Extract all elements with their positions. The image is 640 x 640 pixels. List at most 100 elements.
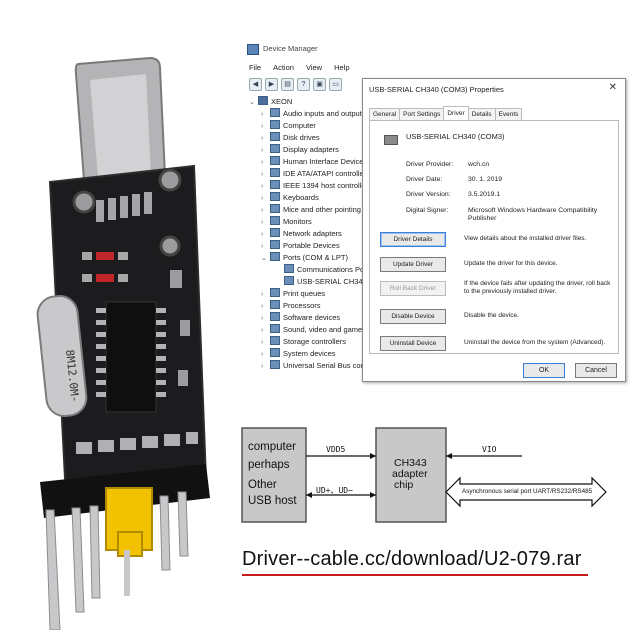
- menu-action[interactable]: Action: [273, 63, 294, 72]
- tree-item[interactable]: ›Computer: [247, 120, 369, 132]
- tree-item[interactable]: ›Print queues: [247, 288, 369, 300]
- properties-icon[interactable]: ▤: [281, 78, 294, 91]
- device-category-icon: [270, 144, 280, 153]
- forward-icon[interactable]: ▶: [265, 78, 278, 91]
- tree-item[interactable]: › IDE ATA/ATAPI controllers: [247, 168, 369, 180]
- chevron-right-icon[interactable]: ›: [261, 327, 264, 334]
- data-lines-label: UD+、UD−: [316, 486, 353, 495]
- chevron-right-icon[interactable]: ›: [261, 291, 264, 298]
- tree-item[interactable]: ›Processors: [247, 300, 369, 312]
- chevron-right-icon[interactable]: ›: [261, 219, 264, 226]
- tree-item[interactable]: ›Mice and other pointing devices: [247, 204, 369, 216]
- chevron-right-icon[interactable]: ›: [261, 183, 264, 190]
- tree-item[interactable]: › Human Interface Devices: [247, 156, 369, 168]
- chevron-right-icon[interactable]: ›: [261, 231, 264, 238]
- ok-button[interactable]: OK: [523, 363, 565, 378]
- tree-item[interactable]: ›Monitors: [247, 216, 369, 228]
- serial-label: Asynchronous serial port UART/RS232/RS48…: [462, 488, 593, 495]
- usb-device-icon: [384, 135, 398, 145]
- menu-view[interactable]: View: [305, 63, 323, 72]
- device-category-icon: [284, 276, 294, 285]
- tree-item[interactable]: ›Software devices: [247, 312, 369, 324]
- chevron-right-icon[interactable]: ›: [261, 171, 264, 178]
- tree-item[interactable]: ⌄ XEON: [247, 96, 369, 108]
- cancel-button[interactable]: Cancel: [575, 363, 617, 378]
- tree-item[interactable]: Communications Port (COM1): [247, 264, 369, 276]
- device-category-icon: [270, 108, 280, 117]
- device-manager-title-bar: Device Manager: [243, 42, 318, 56]
- help-icon[interactable]: ?: [297, 78, 310, 91]
- chevron-down-icon[interactable]: ⌄: [261, 255, 267, 262]
- scan-icon[interactable]: ▣: [313, 78, 326, 91]
- back-icon[interactable]: ◀: [249, 78, 262, 91]
- tree-item-label: Human Interface Devices: [283, 157, 368, 166]
- tree-item[interactable]: ⌄ Ports (COM & LPT): [247, 252, 369, 264]
- device-category-icon: [270, 132, 280, 141]
- chip-block: [375, 427, 447, 523]
- menu-file[interactable]: File: [249, 63, 262, 72]
- tree-item-label: Storage controllers: [283, 337, 346, 346]
- usb-serial-adapter-photo: 8M12.0M-: [36, 56, 210, 630]
- url-underline: [242, 574, 588, 576]
- update-driver-button[interactable]: Update Driver: [380, 257, 446, 272]
- chevron-right-icon[interactable]: ›: [261, 315, 264, 322]
- chevron-right-icon[interactable]: ›: [261, 243, 264, 250]
- menu-help[interactable]: Help: [334, 63, 350, 72]
- uninstall-device-button[interactable]: Uninstall Device: [380, 336, 446, 351]
- serial-arrow: [445, 476, 607, 508]
- tree-item-label: USB-SERIAL CH340 (COM3): [297, 277, 369, 286]
- chevron-down-icon[interactable]: ⌄: [249, 99, 255, 106]
- roll-back-driver-desc: If the device fails after updating the d…: [464, 280, 611, 295]
- tree-item[interactable]: ›Sound, video and game controllers: [247, 324, 369, 336]
- tree-item-label: XEON: [271, 97, 293, 106]
- vio-label: VIO: [482, 445, 497, 454]
- device-category-icon: [270, 348, 280, 357]
- tree-item[interactable]: ›Display adapters: [247, 144, 369, 156]
- chevron-right-icon[interactable]: ›: [261, 111, 264, 118]
- chevron-right-icon[interactable]: ›: [261, 339, 264, 346]
- tree-item-label: IDE ATA/ATAPI controllers: [283, 169, 369, 178]
- driver-version-value: 3.5.2019.1: [468, 191, 501, 198]
- tree-item[interactable]: › Storage controllers: [247, 336, 369, 348]
- tree-item-label: Ports (COM & LPT): [283, 253, 349, 262]
- tree-item[interactable]: ›Network adapters: [247, 228, 369, 240]
- host-line-1: computer: [248, 441, 296, 453]
- monitor-icon[interactable]: ▭: [329, 78, 342, 91]
- tree-item[interactable]: › Disk drives: [247, 132, 369, 144]
- chip-line-2: adapter: [392, 468, 428, 480]
- roll-back-driver-button[interactable]: Roll Back Driver: [380, 281, 446, 296]
- tree-item[interactable]: ›Keyboards: [247, 192, 369, 204]
- chevron-right-icon[interactable]: ›: [261, 123, 264, 130]
- tree-item[interactable]: › Portable Devices: [247, 240, 369, 252]
- tree-item[interactable]: ›Universal Serial Bus controllers: [247, 360, 369, 372]
- tree-item[interactable]: ›System devices: [247, 348, 369, 360]
- menu-bar: File Action View Help: [243, 61, 373, 75]
- disable-device-button[interactable]: Disable Device: [380, 309, 446, 324]
- properties-dialog: USB-SERIAL CH340 (COM3) Properties ✕ Gen…: [362, 78, 626, 382]
- chevron-right-icon[interactable]: ›: [261, 159, 264, 166]
- tree-item[interactable]: USB-SERIAL CH340 (COM3): [247, 276, 369, 288]
- driver-provider-label: Driver Provider:: [406, 161, 454, 168]
- host-line-3: Other: [248, 479, 277, 491]
- close-icon[interactable]: ✕: [608, 82, 617, 93]
- tab-events[interactable]: Events: [494, 108, 523, 121]
- tree-item-label: Portable Devices: [283, 241, 340, 250]
- device-category-icon: [270, 324, 280, 333]
- diagram-lines: [241, 427, 607, 523]
- red-resistors: [82, 252, 128, 282]
- chevron-right-icon[interactable]: ›: [261, 303, 264, 310]
- tree-item[interactable]: ›IEEE 1394 host controllers: [247, 180, 369, 192]
- device-category-icon: [270, 168, 280, 177]
- chevron-right-icon[interactable]: ›: [261, 135, 264, 142]
- tree-item-label: Disk drives: [283, 133, 320, 142]
- tree-item[interactable]: › Audio inputs and outputs: [247, 108, 369, 120]
- tree-item-label: Audio inputs and outputs: [283, 109, 366, 118]
- driver-details-button[interactable]: Driver Details: [380, 232, 446, 247]
- device-name: USB-SERIAL CH340 (COM3): [406, 132, 505, 141]
- tab-driver[interactable]: Driver: [443, 106, 469, 121]
- chevron-right-icon[interactable]: ›: [261, 363, 264, 370]
- chevron-right-icon[interactable]: ›: [261, 351, 264, 358]
- chevron-right-icon[interactable]: ›: [261, 195, 264, 202]
- chevron-right-icon[interactable]: ›: [261, 147, 264, 154]
- chevron-right-icon[interactable]: ›: [261, 207, 264, 214]
